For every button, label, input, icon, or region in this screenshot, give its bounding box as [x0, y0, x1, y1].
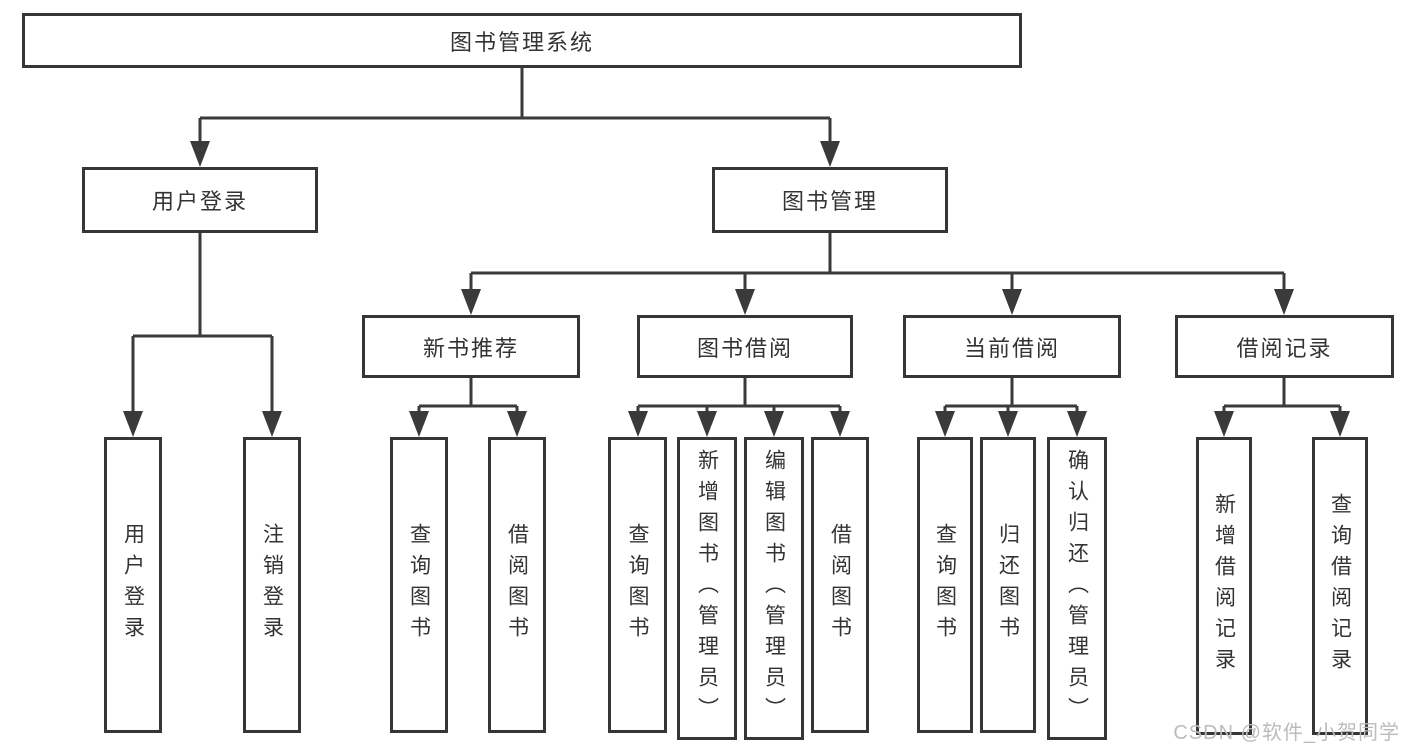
node-label: 借阅图书 — [505, 523, 529, 647]
node-label: 查询图书 — [626, 523, 649, 647]
node-label: 注销登录 — [260, 523, 284, 647]
node-label: 图书借阅 — [696, 335, 793, 361]
node-label: 用户登录 — [121, 523, 145, 647]
connector-book-management-to-level3 — [461, 233, 1294, 315]
arrowhead-down-icon — [507, 411, 527, 437]
node-label: 查询图书 — [407, 523, 431, 647]
arrowhead-down-icon — [1002, 289, 1022, 315]
leaf-edit-books-admin: 编辑图书（管理员） — [744, 437, 804, 740]
connector-new-book-to-leaves — [409, 378, 527, 437]
node-label: 当前借阅 — [963, 335, 1060, 361]
leaf-return-books: 归还图书 — [980, 437, 1036, 733]
connector-user-login-to-leaves — [123, 233, 282, 437]
node-label: 图书管理 — [781, 189, 878, 214]
leaf-query-books-borrow: 查询图书 — [608, 437, 667, 733]
node-label: 编辑图书（管理员） — [762, 449, 786, 728]
leaf-logout-login: 注销登录 — [243, 437, 301, 733]
node-current-borrowing: 当前借阅 — [903, 315, 1121, 378]
node-new-book-recommendation: 新书推荐 — [362, 315, 580, 378]
leaf-add-borrow-record: 新增借阅记录 — [1196, 437, 1252, 735]
connector-book-borrowing-to-leaves — [628, 378, 850, 437]
watermark: CSDN @软件_小贺同学 — [1173, 722, 1400, 744]
arrowhead-down-icon — [820, 141, 840, 167]
node-root: 图书管理系统 — [22, 13, 1022, 68]
arrowhead-down-icon — [123, 411, 143, 437]
arrowhead-down-icon — [830, 411, 850, 437]
connector-line — [417, 378, 519, 413]
connector-borrowing-records-to-leaves — [1214, 378, 1350, 437]
arrowhead-down-icon — [262, 411, 282, 437]
node-label: 归还图书 — [996, 523, 1020, 647]
leaf-query-books-recommend: 查询图书 — [390, 437, 448, 733]
arrowhead-down-icon — [1274, 289, 1294, 315]
node-label: 确认归还（管理员） — [1065, 449, 1089, 728]
node-label: 图书管理系统 — [449, 29, 594, 55]
node-label: 新增图书（管理员） — [695, 449, 719, 728]
arrowhead-down-icon — [409, 411, 429, 437]
connector-line — [198, 68, 832, 142]
leaf-add-books-admin: 新增图书（管理员） — [677, 437, 737, 740]
node-book-management: 图书管理 — [712, 167, 948, 233]
arrowhead-down-icon — [935, 411, 955, 437]
arrowhead-down-icon — [1067, 411, 1087, 437]
leaf-query-borrow-record: 查询借阅记录 — [1312, 437, 1368, 735]
connector-line — [943, 378, 1079, 413]
connector-line — [636, 378, 842, 413]
connector-current-borrowing-to-leaves — [935, 378, 1087, 437]
arrowhead-down-icon — [764, 411, 784, 437]
node-user-login: 用户登录 — [82, 167, 318, 233]
node-book-borrowing: 图书借阅 — [637, 315, 853, 378]
leaf-query-books-current: 查询图书 — [917, 437, 973, 733]
connector-line — [1222, 378, 1342, 413]
node-label: 查询图书 — [933, 523, 957, 647]
arrowhead-down-icon — [697, 411, 717, 437]
arrowhead-down-icon — [998, 411, 1018, 437]
node-borrowing-records: 借阅记录 — [1175, 315, 1394, 378]
node-label: 新书推荐 — [422, 335, 519, 361]
arrowhead-down-icon — [190, 141, 210, 167]
leaf-borrow-books-recommend: 借阅图书 — [488, 437, 546, 733]
leaf-borrow-books-borrow: 借阅图书 — [811, 437, 869, 733]
arrowhead-down-icon — [1330, 411, 1350, 437]
connector-line — [131, 233, 274, 413]
leaf-confirm-return-admin: 确认归还（管理员） — [1047, 437, 1107, 740]
node-label: 借阅图书 — [828, 523, 852, 647]
arrowhead-down-icon — [461, 289, 481, 315]
leaf-user-login: 用户登录 — [104, 437, 162, 733]
node-label: 查询借阅记录 — [1328, 493, 1352, 679]
connector-root-to-level2 — [190, 68, 840, 167]
connector-line — [469, 233, 1286, 291]
arrowhead-down-icon — [628, 411, 648, 437]
arrowhead-down-icon — [735, 289, 755, 315]
arrowhead-down-icon — [1214, 411, 1234, 437]
node-label: 新增借阅记录 — [1212, 493, 1236, 679]
node-label: 用户登录 — [151, 189, 248, 214]
node-label: 借阅记录 — [1236, 335, 1333, 361]
